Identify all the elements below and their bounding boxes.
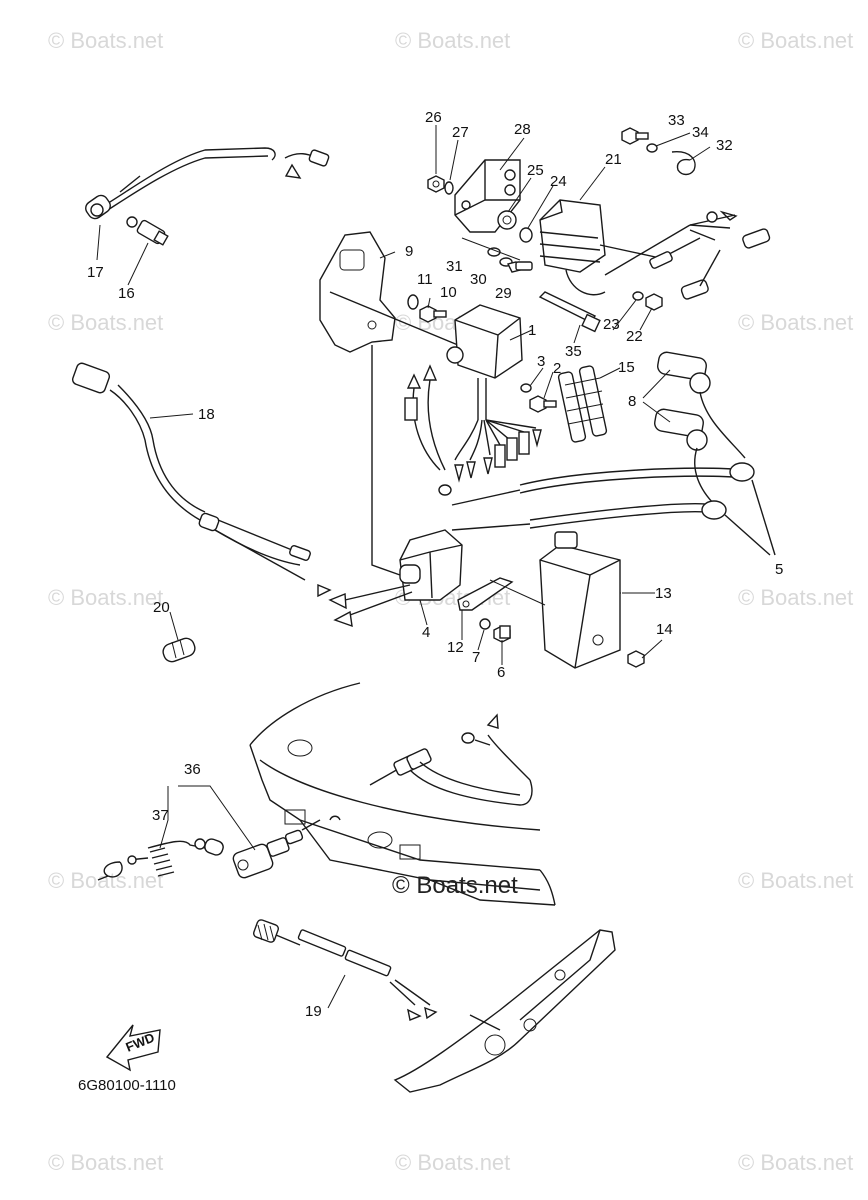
throttle-bracket — [393, 929, 616, 1093]
fwd-arrow-icon: FWD — [105, 1024, 161, 1072]
lower-cowling — [249, 682, 556, 906]
cap-20 — [162, 637, 196, 663]
callout-21: 21 — [605, 151, 622, 168]
grommet-25 — [497, 210, 517, 230]
callout-6: 6 — [497, 664, 505, 681]
watermark: © Boats.net — [48, 310, 163, 335]
callout-17: 17 — [87, 264, 104, 281]
spark-plug-caps-8 — [654, 351, 746, 506]
watermark: © Boats.net — [738, 310, 853, 335]
callout-3: 3 — [537, 353, 545, 370]
watermark: © Boats.net — [738, 868, 853, 893]
washer-11 — [407, 294, 419, 310]
watermark: © Boats.net — [395, 1150, 510, 1175]
bolt-10 — [419, 305, 447, 323]
watermark: © Boats.net — [48, 585, 163, 610]
washer-23 — [632, 291, 644, 301]
callout-11: 11 — [417, 271, 433, 288]
callout-10: 10 — [440, 284, 457, 301]
switch-16 — [126, 216, 169, 246]
high-tension-leads-5 — [451, 462, 776, 556]
cowling-harness — [369, 713, 533, 806]
callout-28: 28 — [514, 121, 531, 138]
callout-35: 35 — [565, 343, 582, 360]
grommet-15 — [557, 365, 608, 443]
cable-tie-35 — [538, 291, 601, 333]
callout-5: 5 — [775, 561, 783, 578]
washer-7 — [479, 618, 491, 630]
callout-labels: 1 2 3 4 5 6 7 8 9 10 11 12 13 14 15 16 1… — [87, 109, 783, 1020]
leader-line — [461, 237, 521, 261]
bolt-2 — [529, 395, 557, 413]
callout-9: 9 — [405, 243, 413, 260]
callout-26: 26 — [425, 109, 442, 126]
cable-19 — [253, 919, 438, 1021]
center-watermark: © Boats.net — [392, 872, 518, 899]
nut-26 — [427, 175, 445, 193]
bolt-14 — [627, 650, 645, 668]
watermark: © Boats.net — [738, 28, 853, 53]
callout-24: 24 — [550, 173, 567, 190]
watermark: © Boats.net — [48, 868, 163, 893]
callout-16: 16 — [118, 285, 135, 302]
ignition-coil-4 — [328, 345, 463, 628]
clamp-32 — [671, 151, 696, 176]
rectifier-leads — [604, 210, 771, 300]
callout-31: 31 — [446, 258, 463, 275]
watermark: © Boats.net — [738, 1150, 853, 1175]
callout-32: 32 — [716, 137, 733, 154]
callout-20: 20 — [153, 599, 170, 616]
bolt-22 — [645, 293, 663, 311]
leader-line — [489, 579, 546, 606]
callout-12: 12 — [447, 639, 464, 656]
callout-18: 18 — [198, 406, 215, 423]
collar-24 — [519, 227, 533, 243]
callout-13: 13 — [655, 585, 672, 602]
callout-33: 33 — [668, 112, 685, 129]
bracket-9 — [319, 231, 471, 353]
callout-27: 27 — [452, 124, 469, 141]
callout-4: 4 — [422, 624, 430, 641]
cable-18 — [71, 362, 332, 598]
callout-19: 19 — [305, 1003, 322, 1020]
callout-7: 7 — [472, 649, 480, 666]
lanyard-switch-36 — [232, 819, 321, 879]
watermark: © Boats.net — [395, 28, 510, 53]
lanyard-37 — [97, 838, 224, 881]
callout-29: 29 — [495, 285, 512, 302]
washer-34 — [646, 143, 658, 153]
cdi-unit-1 — [404, 304, 542, 496]
callout-14: 14 — [656, 621, 673, 638]
battery-lead-17 — [85, 147, 330, 220]
watermark: © Boats.net — [48, 28, 163, 53]
bolt-33 — [621, 127, 649, 145]
watermark: © Boats.net — [48, 1150, 163, 1175]
callout-37: 37 — [152, 807, 169, 824]
callout-23: 23 — [603, 316, 620, 333]
callout-22: 22 — [626, 328, 643, 345]
watermark: © Boats.net — [738, 585, 853, 610]
washer-27 — [444, 181, 454, 195]
washer-3 — [520, 383, 532, 393]
callout-25: 25 — [527, 162, 544, 179]
bolt-6 — [493, 625, 511, 643]
leader-lines — [96, 125, 711, 1009]
callout-30: 30 — [470, 271, 487, 288]
bolt-29 — [506, 261, 533, 273]
watermark-group: © Boats.net © Boats.net © Boats.net © Bo… — [48, 28, 853, 1175]
callout-2: 2 — [553, 360, 561, 377]
callout-15: 15 — [618, 359, 635, 376]
diagram-code: 6G80100-1110 — [78, 1077, 176, 1094]
callout-8: 8 — [628, 393, 636, 410]
cover-13 — [539, 531, 621, 669]
rectifier-regulator-21 — [539, 199, 661, 296]
callout-34: 34 — [692, 124, 709, 141]
callout-1: 1 — [528, 322, 536, 339]
callout-36: 36 — [184, 761, 201, 778]
